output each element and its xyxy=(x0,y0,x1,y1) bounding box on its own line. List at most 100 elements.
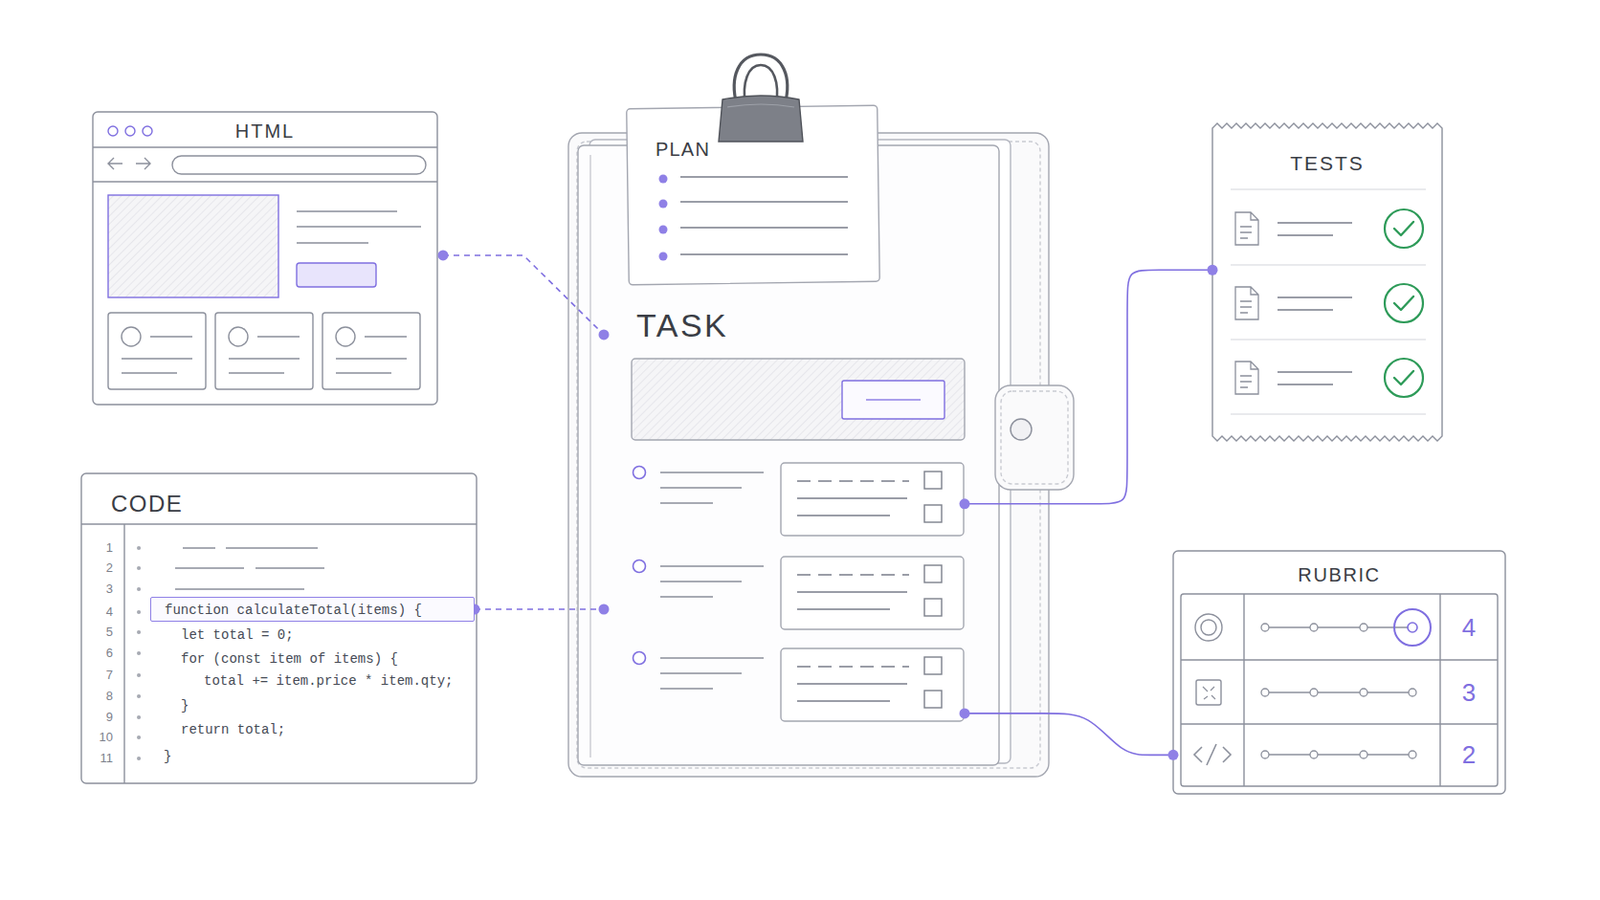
task-binder xyxy=(1010,419,1032,441)
rubric-shape xyxy=(1180,594,1498,787)
plan-card-shape xyxy=(659,200,668,209)
tests-receipt-shape xyxy=(1235,358,1423,398)
line-number: 4 xyxy=(88,603,113,622)
task-binder xyxy=(633,463,965,536)
task-binder xyxy=(1000,391,1068,485)
task-binder xyxy=(866,399,921,401)
rubric-table: RUBRIC xyxy=(1173,551,1512,795)
panel-heading: CODE xyxy=(111,489,183,519)
browser-window xyxy=(296,211,422,244)
code-editor xyxy=(81,473,477,784)
rubric-shape xyxy=(1196,680,1222,706)
browser-window xyxy=(108,195,279,298)
connector-dot xyxy=(1207,265,1219,276)
connector xyxy=(474,608,604,611)
browser-window xyxy=(92,146,438,148)
task-binder xyxy=(589,155,591,758)
rubric-shape xyxy=(1261,623,1417,632)
browser-window xyxy=(92,111,438,405)
rubric-shape xyxy=(1194,744,1231,766)
binder-clip xyxy=(727,104,795,108)
plan-card-shape xyxy=(659,175,668,184)
tests-receipt-shape xyxy=(1230,189,1426,415)
code-line: total += item.price * item.qty; xyxy=(203,672,453,690)
connector-dot xyxy=(959,498,971,510)
browser-window xyxy=(92,111,438,405)
tests-receipt-shape xyxy=(1212,123,1443,442)
panel-heading: HTML xyxy=(92,118,438,144)
connector xyxy=(964,269,1213,505)
line-number: 2 xyxy=(88,559,113,578)
rubric-score: 4 xyxy=(1449,613,1489,643)
plan-card-shape xyxy=(659,225,668,235)
code-line: for (const item of items) { xyxy=(180,650,399,668)
rubric-score: 3 xyxy=(1449,678,1489,708)
code-line: } xyxy=(180,697,189,715)
code-line: return total; xyxy=(180,721,286,739)
tests-receipt-shape xyxy=(1235,284,1423,323)
rubric-shape xyxy=(1202,687,1216,700)
rubric-shape xyxy=(1407,622,1418,633)
browser-panel: HTML xyxy=(92,111,444,405)
binder-clip xyxy=(718,95,803,142)
tests-receipt: TESTS xyxy=(1212,124,1448,442)
code-editor xyxy=(123,524,125,784)
line-number: 6 xyxy=(88,644,113,663)
code-editor xyxy=(81,523,477,525)
task-binder xyxy=(842,380,945,420)
browser-window xyxy=(172,155,426,175)
task-binder xyxy=(995,385,1074,490)
rubric-shape xyxy=(1180,594,1498,787)
browser-window xyxy=(108,157,123,170)
task-binder xyxy=(633,556,965,630)
tests-receipt-shape xyxy=(1235,209,1423,248)
browser-window xyxy=(296,263,377,288)
line-number: 8 xyxy=(88,688,113,706)
panel-heading: PLAN xyxy=(655,136,711,162)
connector-dot xyxy=(1168,750,1179,761)
code-editor xyxy=(175,548,325,590)
browser-window xyxy=(108,126,118,136)
browser-window xyxy=(135,157,151,170)
browser-window xyxy=(125,126,135,136)
code-editor xyxy=(81,473,477,784)
task-binder xyxy=(633,648,965,722)
task-sheet: TASK xyxy=(603,306,965,728)
binder-clip xyxy=(718,54,803,142)
line-number: 9 xyxy=(88,709,113,727)
panel-heading: RUBRIC xyxy=(1173,562,1506,588)
code-line: } xyxy=(163,748,172,766)
code-line: function calculateTotal(items) { xyxy=(164,601,423,620)
connector-dot xyxy=(599,329,610,340)
connector-dot xyxy=(438,249,449,261)
plan-card: PLAN xyxy=(627,107,879,284)
line-number: 10 xyxy=(88,729,113,747)
line-number: 7 xyxy=(88,666,113,685)
connector-dot xyxy=(959,708,971,719)
code-line: let total = 0; xyxy=(180,626,294,645)
rubric-shape xyxy=(1261,751,1417,759)
browser-window xyxy=(142,126,153,136)
connector-dot xyxy=(599,604,610,616)
panel-heading: TASK xyxy=(636,306,729,345)
code-line-highlight: function calculateTotal(items) { xyxy=(150,597,475,623)
browser-window xyxy=(322,312,421,390)
rubric-score: 2 xyxy=(1449,740,1489,770)
rubric-shape xyxy=(1200,620,1217,636)
browser-window xyxy=(92,180,438,182)
plan-card-shape xyxy=(659,175,668,262)
line-number: 5 xyxy=(88,623,113,642)
code-editor xyxy=(136,548,141,759)
task-binder xyxy=(631,358,965,441)
line-number: 1 xyxy=(88,539,113,557)
connector xyxy=(443,255,604,335)
line-number: 11 xyxy=(88,750,113,768)
rubric-shape xyxy=(1173,551,1506,795)
tests-receipt-shape xyxy=(1212,123,1443,442)
connector xyxy=(964,713,1174,756)
line-number: 3 xyxy=(88,580,113,599)
rubric-shape xyxy=(1261,688,1417,697)
browser-window xyxy=(215,312,313,390)
plan-card-shape xyxy=(680,177,848,255)
plan-card-shape xyxy=(659,252,668,262)
